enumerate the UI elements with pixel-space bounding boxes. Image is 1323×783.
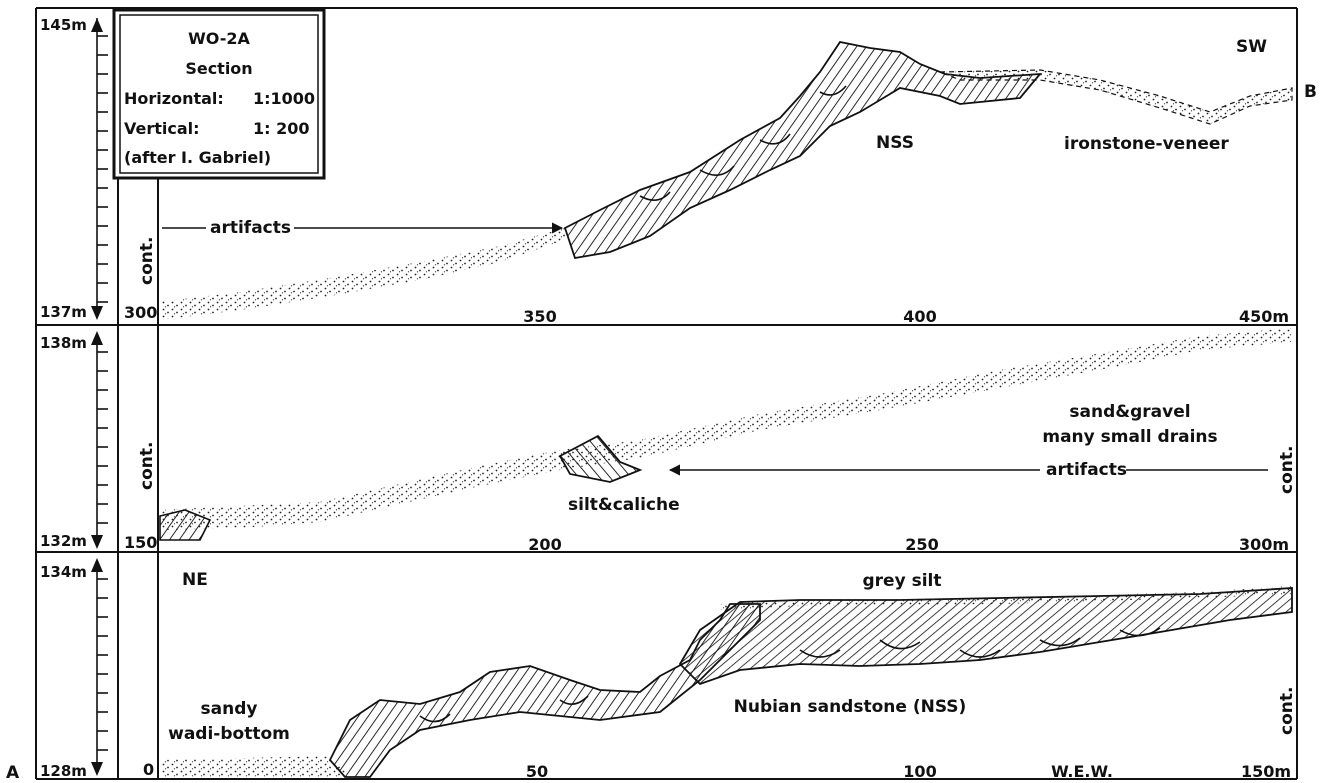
panel1-artifacts-label: artifacts xyxy=(210,218,291,238)
panel1-tick-350: 350 xyxy=(523,307,556,326)
panel3-elev-bottom: 128m xyxy=(40,762,87,780)
corner-label-b: B xyxy=(1304,82,1317,102)
legend-horizontal-scale: 1:1000 xyxy=(253,89,315,108)
panel3-tick-wew: W.E.W. xyxy=(1051,762,1113,781)
panel2-sand-gravel-label: sand&gravel xyxy=(1069,402,1190,422)
panel3-wadi-sand xyxy=(160,756,345,777)
panel3-cont-right: cont. xyxy=(1277,687,1297,735)
panel1-sand-layer xyxy=(160,228,570,320)
panel1-ironstone-label: ironstone-veneer xyxy=(1064,134,1229,154)
panel-1: artifacts SW NSS ironstone-veneer cont. … xyxy=(124,37,1293,326)
panel1-ironstone-veneer xyxy=(939,69,1293,125)
panel3-grey-silt xyxy=(720,586,1292,610)
legend-vertical-scale: 1: 200 xyxy=(253,119,310,138)
legend-title: WO-2A xyxy=(188,29,250,48)
panel3-tick-50: 50 xyxy=(526,762,548,781)
panel3-sandy-label: sandy xyxy=(201,699,258,719)
panel2-silt-caliche-label: silt&caliche xyxy=(568,495,680,515)
panel1-tick-450: 450m xyxy=(1239,307,1289,326)
panel2-tick-250: 250 xyxy=(905,535,938,554)
panel1-cont-label: cont. xyxy=(137,237,157,285)
panel2-artifacts-label: artifacts xyxy=(1046,460,1127,480)
panel2-start-label: 150 xyxy=(124,533,157,552)
panel3-start-label: 0 xyxy=(143,760,154,779)
panel3-direction-label: NE xyxy=(182,570,208,590)
legend-vertical-label: Vertical: xyxy=(124,119,200,138)
corner-label-a: A xyxy=(6,763,20,783)
legend-box: WO-2A Section Horizontal: 1:1000 Vertica… xyxy=(112,8,326,180)
panel3-lower-sandstone xyxy=(328,603,761,778)
panel2-silt-caliche-mound xyxy=(558,434,643,483)
panel3-elev-top: 134m xyxy=(40,563,87,581)
legend-horizontal-label: Horizontal: xyxy=(124,89,224,108)
panel1-direction-label: SW xyxy=(1236,37,1267,57)
panel1-nss-label: NSS xyxy=(876,133,914,153)
legend-credit: (after I. Gabriel) xyxy=(124,148,271,167)
panel2-drains-label: many small drains xyxy=(1042,427,1217,447)
panel2-tick-300: 300m xyxy=(1239,535,1289,554)
panel3-tick-100: 100 xyxy=(903,762,936,781)
panel3-grey-silt-label: grey silt xyxy=(863,571,942,591)
panel3-tick-150: 150m xyxy=(1241,762,1291,781)
panel1-elev-top: 145m xyxy=(40,16,87,34)
panel3-nubian-label: Nubian sandstone (NSS) xyxy=(734,697,967,717)
elevation-scale xyxy=(96,18,108,771)
legend-subtitle: Section xyxy=(185,59,252,78)
panel2-sand-layer xyxy=(160,328,1292,530)
panel1-elev-bottom: 137m xyxy=(40,303,87,321)
panel3-wadi-label: wadi-bottom xyxy=(168,724,290,744)
panel2-cont-left: cont. xyxy=(137,442,157,490)
panel1-tick-400: 400 xyxy=(903,307,936,326)
panel2-elev-top: 138m xyxy=(40,334,87,352)
panel-2: artifacts sand&gravel many small drains … xyxy=(124,328,1297,554)
panel2-cont-right: cont. xyxy=(1277,446,1297,494)
panel2-tick-200: 200 xyxy=(528,535,561,554)
panel-3: NE grey silt sandy wadi-bottom Nubian sa… xyxy=(143,570,1297,781)
elevation-arrows xyxy=(91,18,103,776)
panel2-elev-bottom: 132m xyxy=(40,532,87,550)
panel2-left-outcrop xyxy=(159,509,212,541)
panel1-start-label: 300 xyxy=(124,303,157,322)
